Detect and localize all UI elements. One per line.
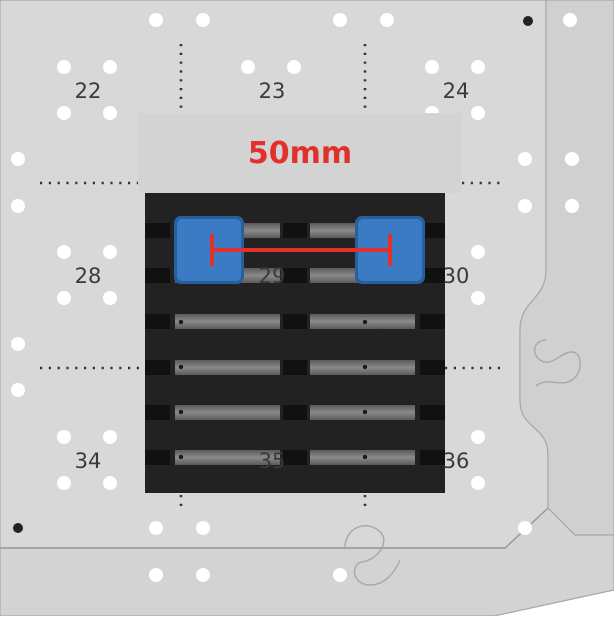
- grate-side-notches: [145, 223, 445, 465]
- measurement-banner: 50mm: [138, 113, 461, 193]
- cell-label-29: 29: [259, 264, 286, 288]
- cell-label-34: 34: [75, 449, 102, 473]
- mounting-holes: [11, 13, 579, 582]
- cell-label-36: 36: [443, 449, 470, 473]
- measurement-banner-bg: [138, 113, 461, 193]
- cell-label-23: 23: [259, 79, 286, 103]
- puzzle-joint-right: [533, 339, 581, 387]
- grate-dots: [178, 319, 368, 460]
- cell-labels: 22 23 24 28 34: [75, 79, 470, 473]
- cell-label-28: 28: [75, 264, 102, 288]
- dimension-line: [210, 234, 392, 266]
- small-marks: [13, 16, 533, 533]
- cell-label-24: 24: [443, 79, 470, 103]
- cell-label-22: 22: [75, 79, 102, 103]
- baseplate-outer-piece: [519, 0, 614, 536]
- puzzle-joint-bottom: [344, 525, 401, 586]
- plate-border-bottom: [0, 507, 549, 549]
- blue-block-left: [174, 216, 244, 284]
- cell-label-35: 35: [259, 449, 286, 473]
- measurement-label: 50mm: [248, 136, 352, 171]
- cell-label-30: 30: [443, 264, 470, 288]
